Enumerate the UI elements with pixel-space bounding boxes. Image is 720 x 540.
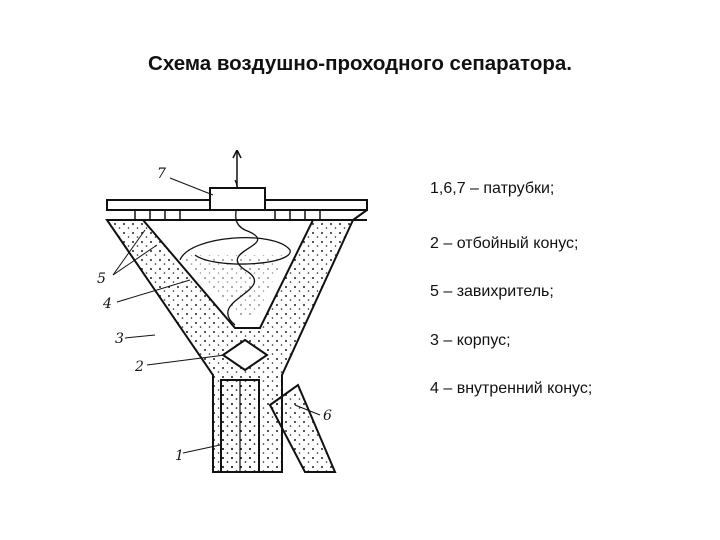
- swirler-blades: [134, 210, 321, 220]
- legend-item-baffle-cone: 2 – отбойный конус;: [430, 235, 579, 252]
- label-7: 7: [157, 166, 166, 182]
- label-3: 3: [115, 331, 124, 347]
- page-title: Схема воздушно-проходного сепаратора.: [148, 52, 572, 75]
- swirl-flow: [227, 179, 259, 326]
- inner-cone-dots: [175, 255, 285, 315]
- top-pipe-7: [209, 187, 266, 211]
- baffle-cone: [221, 338, 269, 372]
- label-6: 6: [323, 408, 332, 424]
- legend-item-swirler: 5 – завихритель;: [430, 283, 554, 300]
- label-5: 5: [97, 271, 106, 287]
- legend-item-body: 3 – корпус;: [430, 332, 511, 349]
- separator-diagram: 7 5 4 3 2 1 6: [97, 150, 368, 473]
- label-4: 4: [102, 296, 112, 312]
- swirl-loop: [179, 237, 291, 265]
- label-1: 1: [175, 448, 184, 464]
- label-2: 2: [134, 359, 144, 375]
- legend-item-pipes: 1,6,7 – патрубки;: [430, 180, 555, 197]
- legend-item-inner-cone: 4 – внутренний конус;: [430, 380, 593, 397]
- outlet-pipe-6: [268, 383, 337, 473]
